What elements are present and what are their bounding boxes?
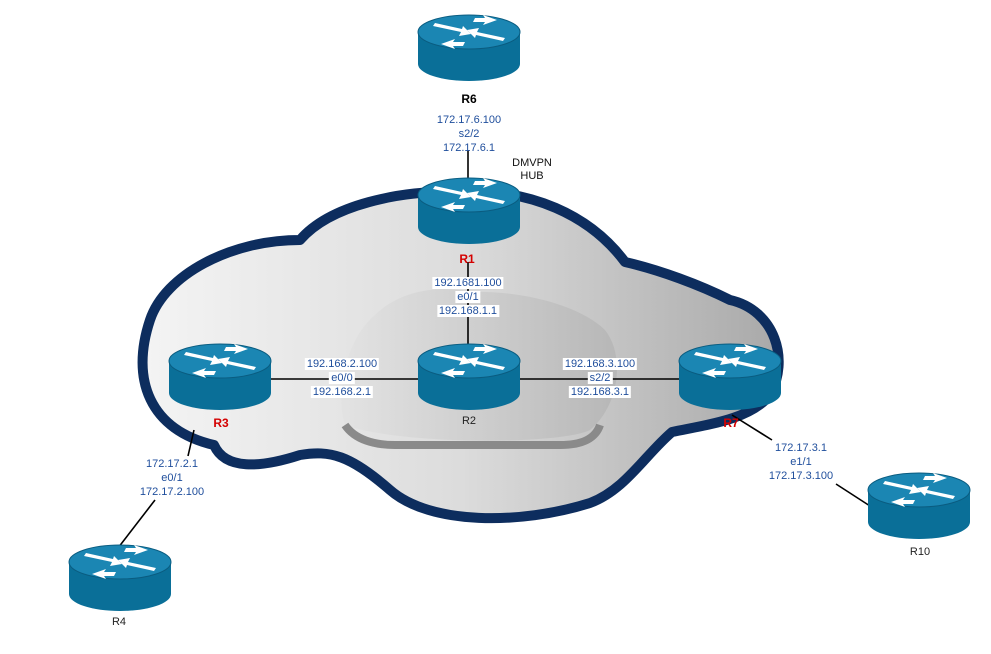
link-r2-r7-labels: 192.168.3.100 s2/2 192.168.3.1 xyxy=(562,357,638,399)
link-label: s2/2 xyxy=(587,372,613,384)
router-r2-icon[interactable] xyxy=(417,343,521,411)
link-r3-r4-labels: 172.17.2.1 e0/1 172.17.2.100 xyxy=(140,457,204,499)
hub-label-line1: DMVPN xyxy=(512,157,552,169)
link-r3-r4 xyxy=(187,429,195,457)
router-r3-label: R3 xyxy=(213,416,229,430)
router-r2-label: R2 xyxy=(461,415,477,427)
link-label: 192.1681.100 xyxy=(432,277,504,289)
link-label: 172.17.3.100 xyxy=(768,470,834,482)
router-r6-icon[interactable] xyxy=(417,14,521,82)
link-label: e0/1 xyxy=(455,291,481,303)
link-r3-r4-b xyxy=(117,499,156,549)
link-label: e0/1 xyxy=(161,472,183,484)
router-r10-label: R10 xyxy=(909,546,931,558)
router-r1-label: R1 xyxy=(459,252,475,266)
router-r1-icon[interactable] xyxy=(417,177,521,245)
router-r6-label: R6 xyxy=(461,92,477,106)
link-label: 172.17.2.1 xyxy=(145,458,198,470)
link-r7-r10-labels: 172.17.3.1 e1/1 172.17.3.100 xyxy=(769,441,833,483)
link-label: 192.168.3.1 xyxy=(568,386,632,398)
router-r3-icon[interactable] xyxy=(168,343,272,411)
link-label: 172.17.3.1 xyxy=(774,442,827,454)
link-r7-r10-b xyxy=(835,483,871,507)
link-label: 172.17.2.100 xyxy=(139,486,205,498)
router-r4-label: R4 xyxy=(111,616,127,628)
link-label: 192.168.2.100 xyxy=(304,358,380,370)
link-label: 172.17.6.1 xyxy=(442,142,495,154)
router-r4-icon[interactable] xyxy=(68,544,172,612)
link-r1-r2-labels: 192.1681.100 e0/1 192.168.1.1 xyxy=(432,276,504,318)
link-label: 192.168.2.1 xyxy=(310,386,374,398)
link-label: 192.168.3.100 xyxy=(562,358,638,370)
link-label: s2/2 xyxy=(458,128,480,140)
link-label: e0/0 xyxy=(329,372,355,384)
link-r3-r2-labels: 192.168.2.100 e0/0 192.168.2.1 xyxy=(304,357,380,399)
link-r7-r10 xyxy=(731,414,773,441)
hub-label: DMVPN HUB xyxy=(512,157,552,183)
router-r7-label: R7 xyxy=(723,416,739,430)
link-label: e1/1 xyxy=(790,456,812,468)
link-r6-r1-labels: 172.17.6.100 s2/2 172.17.6.1 xyxy=(437,113,501,155)
router-r7-icon[interactable] xyxy=(678,343,782,411)
link-label: 172.17.6.100 xyxy=(436,114,502,126)
link-label: 192.168.1.1 xyxy=(436,305,500,317)
hub-label-line2: HUB xyxy=(520,170,544,182)
router-r10-icon[interactable] xyxy=(867,472,971,540)
